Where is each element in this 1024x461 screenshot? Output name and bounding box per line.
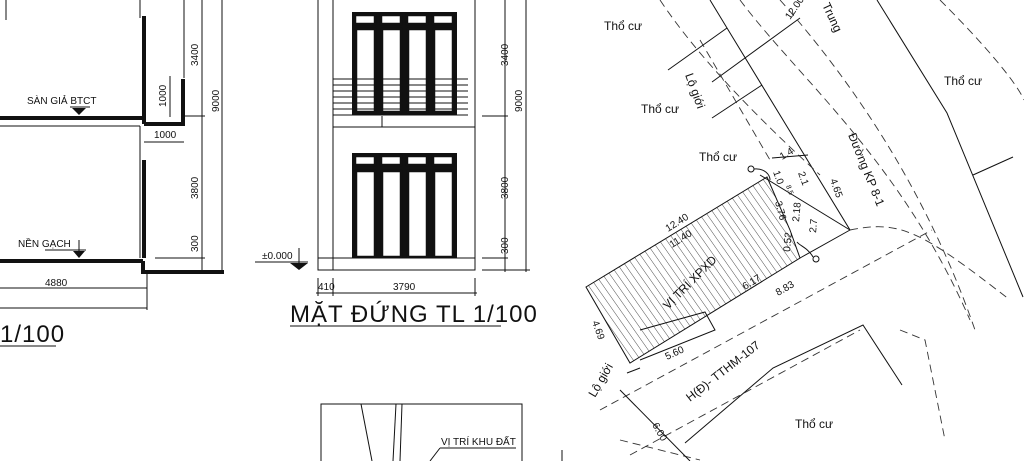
dim-1-4: 1.4 [778,146,796,163]
dim-balcony-width: 1000 [154,130,177,141]
dim-3-76: 3.76 [772,200,788,222]
dim-2-7: 2.7 [808,218,820,233]
dim-depth: 4880 [45,278,68,289]
elev-dim-3400: 3400 [500,43,511,66]
upper-doors [352,12,457,115]
road-name-tthm-107: H(Đ)- TTHM-107 [683,338,763,405]
dim-4-69: 4.69 [589,319,606,341]
location-label: VỊ TRÍ KHU ĐẤT [441,435,516,448]
level-zero-label: ±0.000 [262,251,293,262]
setback-label: Lộ giới [682,71,708,110]
dim-3800: 3800 [190,176,201,199]
balcony-railing [333,78,468,116]
elev-dim-410: 410 [318,282,335,293]
dim-1-0: 1.0 [770,169,785,186]
dim-5-60: 5.60 [664,344,687,362]
dim-2-18: 2.18 [791,201,804,222]
section-drawing: SÀN GIẢ BTCT NỀN GẠCH 3400 1000 9000 380… [0,0,224,348]
residential-label: Thổ cư [604,19,642,33]
dim-total-height: 9000 [211,89,222,112]
upper-floor-label: SÀN GIẢ BTCT [27,94,96,107]
road-name-kp8-1: Đường KP 8-1 [845,131,887,209]
front-elevation: ±0.000 3400 9000 3800 300 410 3790 MẶT Đ… [255,0,563,461]
dim-3400: 3400 [190,43,201,66]
ground-floor-label: NỀN GẠCH [18,237,71,250]
dim-2-1: 2.1 [795,170,810,187]
residential-label: Thổ cư [795,417,833,431]
elev-dim-300: 300 [500,237,511,254]
section-scale-title: 1/100 [0,321,65,348]
residential-label: Thổ cư [944,74,982,88]
dim-12-00: 12.00 [783,0,807,22]
elevation-title: MẶT ĐỨNG TL 1/100 [290,301,538,328]
dim-0-52: 0.52 [782,231,795,252]
elev-dim-9000: 9000 [514,89,525,112]
dim-6-00: 6.00 [649,421,668,444]
setback-label: Lộ giới [585,361,615,400]
dim-balcony-height: 1000 [158,84,169,107]
dim-8-83: 8.83 [774,279,797,298]
elev-dim-3790: 3790 [393,282,416,293]
residential-label: Thổ cư [641,102,679,116]
lower-doors [352,153,457,259]
dim-8-5: 8.5 [784,184,794,196]
residential-label: Thổ cư [699,150,737,164]
site-plan: Thổ cư Thổ cư Thổ cư Thổ cư Thổ cư Lộ gi… [585,0,1024,461]
location-map-inset: VỊ TRÍ KHU ĐẤT [320,403,523,461]
road-name-top: Trung [819,0,845,34]
dim-300: 300 [190,235,201,252]
elev-dim-3800: 3800 [500,176,511,199]
